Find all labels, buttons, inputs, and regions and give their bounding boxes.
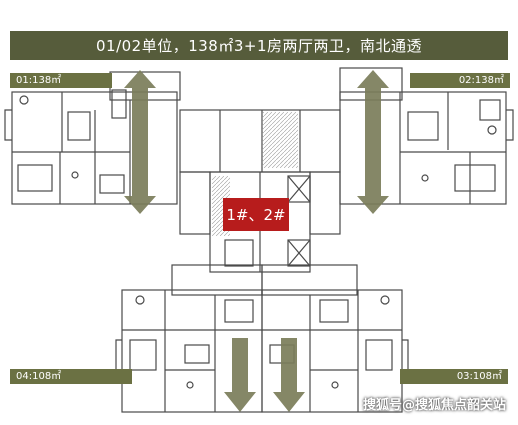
arrow-unit-03 bbox=[273, 338, 305, 412]
core-plan bbox=[179, 109, 341, 273]
unit-03-label: 03:108㎡ bbox=[400, 369, 508, 384]
stair-hatch-top bbox=[262, 112, 298, 168]
unit-01-label: 01:138㎡ bbox=[10, 73, 112, 88]
title-bar: 01/02单位，138㎡3+1房两厅两卫，南北通透 bbox=[10, 31, 508, 60]
unit-01-plan bbox=[4, 71, 181, 205]
watermark: 搜狐号@搜狐焦点韶关站 bbox=[362, 398, 506, 413]
plan-title: 01/02单位，138㎡3+1房两厅两卫，南北通透 bbox=[95, 37, 422, 55]
arrow-unit-02 bbox=[357, 70, 389, 214]
unit-04-label: 04:108㎡ bbox=[10, 369, 132, 384]
arrow-unit-01 bbox=[124, 70, 156, 214]
arrow-unit-04 bbox=[224, 338, 256, 412]
unit-02-label: 02:138㎡ bbox=[410, 73, 510, 88]
building-tag: 1#、2# bbox=[223, 198, 289, 231]
